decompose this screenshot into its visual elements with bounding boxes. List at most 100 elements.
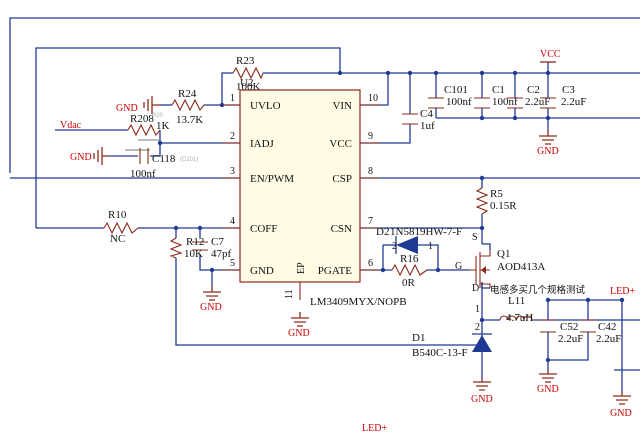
- gnd-label-ep: GND: [288, 328, 310, 339]
- c52-value: 2.2uF: [558, 333, 583, 345]
- pin-num-7: 7: [368, 216, 373, 227]
- r10-value: NC: [110, 233, 125, 245]
- q1-ref: Q1: [497, 248, 510, 260]
- labels: R23 100K R24 13.7K GND Vdac R208 R20 1K …: [60, 49, 635, 433]
- c4-value: 1uf: [420, 120, 435, 132]
- r5-value: 0.15R: [490, 200, 517, 212]
- pin-name-uvlo: UVLO: [250, 100, 281, 112]
- pin-name-vcc: VCC: [329, 138, 352, 150]
- resistors: [103, 66, 489, 277]
- capacitors: [139, 97, 596, 333]
- c3-value: 2.2uF: [561, 96, 586, 108]
- inductor-l11: [499, 315, 534, 321]
- pin-num-11: 11: [284, 289, 295, 299]
- pin-num-1: 1: [230, 93, 235, 104]
- c101-value: 100nf: [446, 96, 472, 108]
- r24-ref: R24: [178, 88, 197, 100]
- c1-value: 100nf: [492, 96, 518, 108]
- r23-ref: R23: [236, 55, 255, 67]
- c7-value: 47pf: [211, 248, 232, 260]
- mosfet-q1: [470, 243, 491, 289]
- resistor-r24: [171, 98, 205, 112]
- r16-value: 0R: [402, 277, 416, 289]
- c2-ref: C2: [527, 84, 540, 96]
- capacitor-c4: [402, 113, 418, 125]
- capacitor-c1: [474, 97, 490, 109]
- q1-source: S: [472, 232, 478, 243]
- c42-value: 2.2uF: [596, 333, 621, 345]
- gnd-label-d1: GND: [471, 394, 493, 405]
- r5-ref: R5: [490, 188, 503, 200]
- pin-num-8: 8: [368, 166, 373, 177]
- pin-name-en-pwm: EN/PWM: [250, 173, 294, 185]
- l11-pin1: 1: [475, 304, 480, 315]
- capacitor-c3: [540, 97, 556, 109]
- l11-value: 4.7uH: [506, 312, 533, 324]
- r10-ref: R10: [108, 209, 127, 221]
- c7-ref: C7: [211, 236, 224, 248]
- ic-u2: U2 1 2 3 4 5 UVLO IADJ EN/PWM COFF GND 1…: [222, 77, 407, 308]
- resistor-r23: [232, 66, 264, 80]
- junctions: [157, 70, 625, 363]
- d1-ref: D1: [412, 332, 425, 344]
- c1-ref: C1: [492, 84, 505, 96]
- pin-name-gnd: GND: [250, 265, 274, 277]
- ic-part-number: LM3409MYX/NOPB: [310, 296, 407, 308]
- gnd-label-c3: GND: [537, 146, 559, 157]
- resistor-r10: [103, 221, 139, 235]
- vcc-label: VCC: [540, 49, 561, 60]
- c118-value: 100nf: [130, 168, 156, 180]
- pin-num-4: 4: [230, 216, 235, 227]
- ic-ref: U2: [240, 77, 253, 89]
- resistor-r5: [475, 187, 489, 215]
- pin-num-5: 5: [230, 258, 235, 269]
- r23-value: 100K: [236, 81, 261, 93]
- gnd-label-c52: GND: [537, 384, 559, 395]
- gnd-label-pin5: GND: [200, 302, 222, 313]
- pin-name-ep: EP: [296, 262, 307, 274]
- pin-num-6: 6: [368, 258, 373, 269]
- pin-name-csn: CSN: [331, 223, 352, 235]
- capacitor-c7: [192, 241, 208, 251]
- pin-name-vin: VIN: [332, 100, 352, 112]
- c2-value: 2.2uF: [525, 96, 550, 108]
- r12-ref: R12: [186, 236, 204, 248]
- l11-pin2: 2: [475, 322, 480, 333]
- c101-ref: C101: [444, 84, 468, 96]
- c42-ref: C42: [598, 321, 616, 333]
- pin-name-pgate: PGATE: [318, 265, 353, 277]
- c118-ref: C118: [152, 153, 176, 165]
- d2-ref: D2: [376, 226, 389, 238]
- r16-ref: R16: [400, 253, 419, 265]
- r208-value: 1K: [156, 120, 170, 132]
- r24-value: 13.7K: [176, 114, 203, 126]
- pin-name-coff: COFF: [250, 223, 278, 235]
- c118-alt: (C101): [180, 157, 198, 163]
- pin-name-csp: CSP: [332, 173, 352, 185]
- d1-part: B540C-13-F: [412, 347, 468, 359]
- led-plus-label: LED+: [610, 286, 635, 297]
- diode-d1: [472, 333, 492, 352]
- capacitor-c42: [580, 319, 596, 333]
- d2-part: 1N5819HW-7-F: [390, 226, 462, 238]
- resistor-r12: [169, 237, 183, 259]
- capacitor-c101: [428, 97, 444, 109]
- pin-num-9: 9: [368, 131, 373, 142]
- pin-num-10: 10: [368, 93, 378, 104]
- l11-note: 电感多买几个规格测试: [490, 284, 586, 296]
- capacitor-c52: [540, 319, 556, 333]
- r208-alt: R20: [152, 113, 164, 119]
- resistor-r208: [127, 123, 161, 137]
- pin-num-3: 3: [230, 166, 235, 177]
- r208-ref: R208: [130, 113, 154, 125]
- d2-pin1: 1: [428, 241, 433, 252]
- c4-ref: C4: [420, 108, 433, 120]
- led-plus-label-bottom: LED+: [362, 423, 387, 433]
- l11-ref: L11: [508, 295, 525, 307]
- vdac-label: Vdac: [60, 120, 82, 131]
- c3-ref: C3: [562, 84, 575, 96]
- capacitor-c118: [139, 148, 149, 164]
- q1-drain: D: [472, 283, 479, 294]
- ground-symbols: [93, 61, 631, 405]
